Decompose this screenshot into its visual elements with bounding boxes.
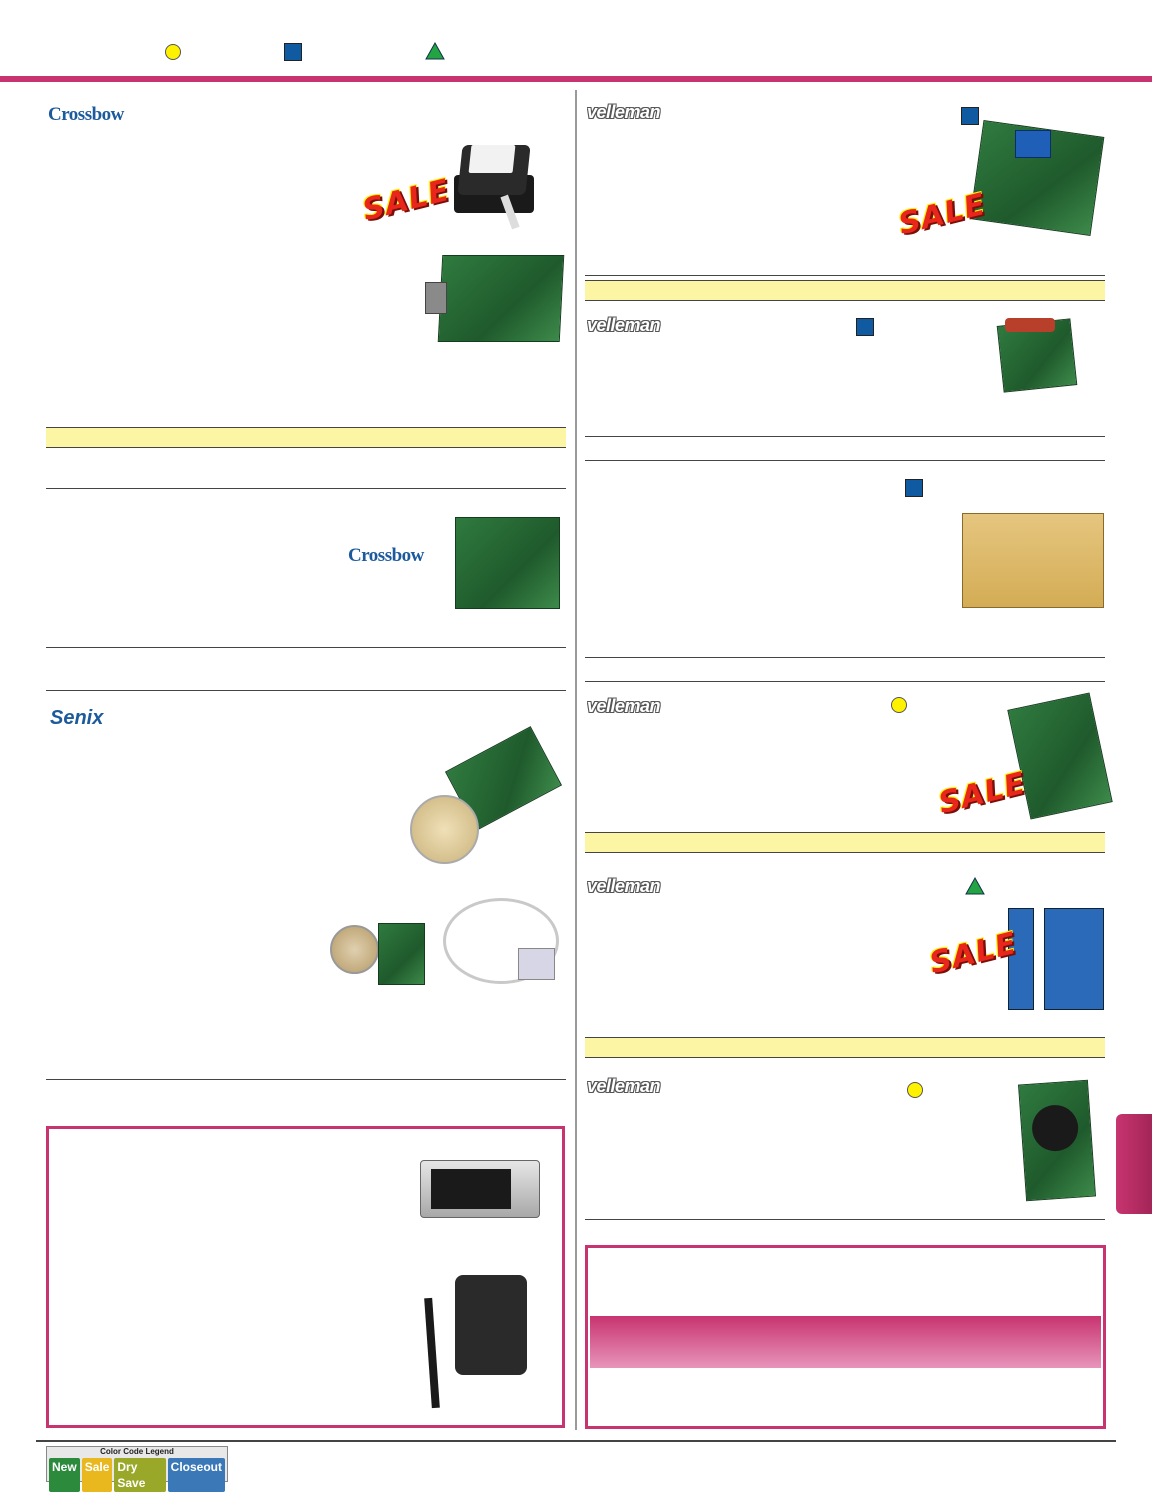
legend-triangle-icon (425, 42, 445, 60)
side-tab[interactable] (1116, 1114, 1152, 1214)
sale-stamp: SALE (935, 765, 1030, 822)
column-divider (575, 90, 577, 1430)
legend-dry-save: Dry Save (114, 1458, 166, 1492)
sale-stamp: SALE (895, 186, 990, 243)
section-divider (585, 681, 1105, 682)
ac-adapter-image (455, 1275, 527, 1375)
legend-new: New (49, 1458, 80, 1492)
section-divider (585, 460, 1105, 461)
yellow-band (585, 280, 1105, 301)
color-code-legend: Color Code Legend New Sale Dry Save Clos… (46, 1446, 228, 1492)
section-divider (585, 657, 1105, 658)
legend-circle-icon (165, 44, 181, 60)
legend-closeout: Closeout (167, 1458, 225, 1492)
coil-image (1005, 318, 1055, 332)
section-divider (46, 647, 566, 648)
ultrasonic-sensor-image (400, 726, 563, 865)
header-bar (0, 76, 1152, 82)
promo-box (585, 1245, 1106, 1429)
senix-logo: Senix (50, 707, 104, 729)
sale-stamp: SALE (359, 172, 454, 229)
closeout-triangle-icon (965, 877, 985, 895)
legend-sale: Sale (81, 1458, 113, 1492)
interface-board-image (437, 255, 565, 342)
sale-square-icon (905, 479, 923, 497)
legend-square-icon (284, 43, 302, 61)
new-circle-icon (891, 697, 907, 713)
relay-image (1015, 130, 1051, 158)
sale-square-icon (856, 318, 874, 336)
section-divider (46, 1079, 566, 1080)
speaker-kit-image (1018, 1079, 1096, 1202)
velleman-logo: velleman (587, 696, 661, 716)
sensor-kit-image (328, 893, 559, 988)
connector-image (425, 282, 447, 314)
power-accessories-box (46, 1126, 565, 1428)
section-divider (46, 690, 566, 691)
yellow-band (585, 832, 1105, 853)
new-circle-icon (907, 1082, 923, 1098)
battery-image (420, 1160, 540, 1218)
velleman-logo: velleman (587, 876, 661, 896)
section-divider (46, 488, 566, 489)
color-legend-title: Color Code Legend (100, 1447, 174, 1456)
section-divider (585, 1219, 1105, 1220)
yellow-band (46, 427, 566, 448)
crossbow-board-image (455, 517, 560, 609)
promo-band (590, 1316, 1101, 1368)
sale-square-icon (961, 107, 979, 125)
proto-board-image (962, 513, 1104, 608)
velleman-logo: velleman (587, 102, 661, 122)
crossbow-logo: Crossbow (348, 545, 424, 566)
section-divider (585, 436, 1105, 437)
display-kit-image (1008, 908, 1104, 1010)
yellow-band (585, 1037, 1105, 1058)
sale-stamp: SALE (926, 925, 1021, 982)
crossbow-logo: Crossbow (48, 104, 124, 125)
footer-rule (36, 1440, 1116, 1442)
velleman-logo: velleman (587, 1076, 661, 1096)
sensor-image (448, 135, 543, 230)
velleman-logo: velleman (587, 315, 661, 335)
section-divider (585, 275, 1105, 276)
